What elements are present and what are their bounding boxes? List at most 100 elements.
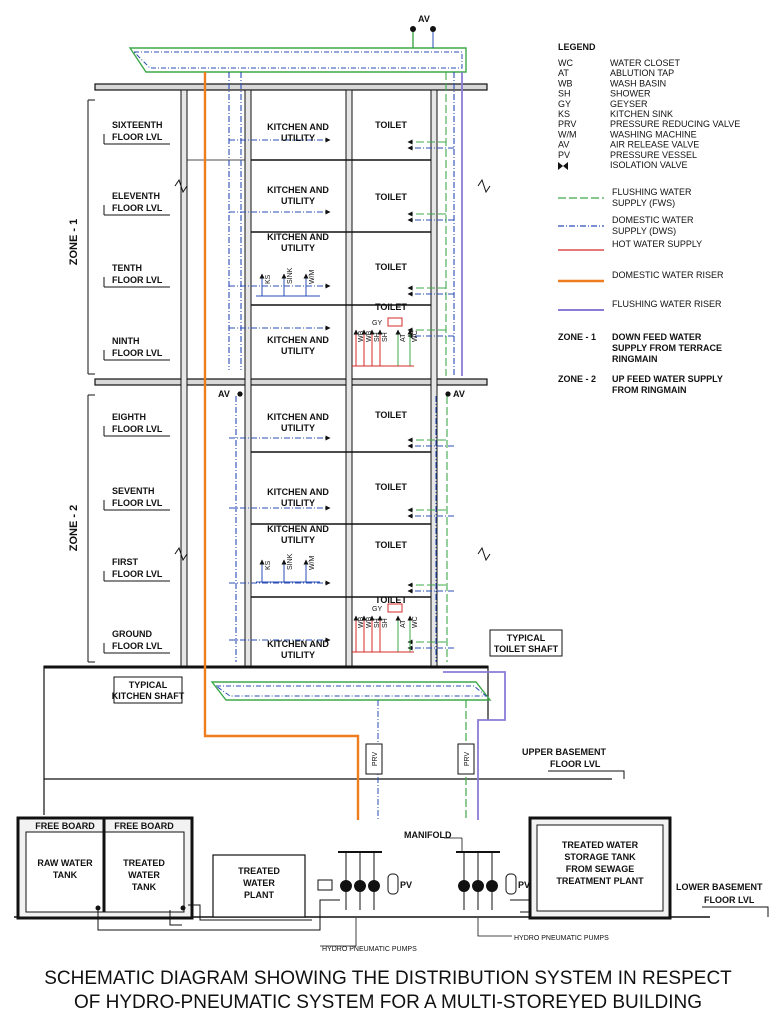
toilet-label-5: TOILET bbox=[375, 482, 407, 492]
kitchen-label-7: KITCHEN AND bbox=[267, 639, 329, 649]
pressure-vessel-domestic bbox=[387, 873, 399, 895]
typical-kitchen-shaft-l2: KITCHEN SHAFT bbox=[112, 691, 185, 701]
toilet-label-4: TOILET bbox=[375, 410, 407, 420]
floor-level-marker bbox=[103, 571, 170, 582]
raw-water-l2: TANK bbox=[53, 870, 78, 880]
legend-line-desc1-3: DOMESTIC WATER RISER bbox=[612, 270, 724, 280]
legend-zone-l2-0: SUPPLY FROM TERRACE bbox=[612, 343, 722, 353]
legend-code-0: WC bbox=[558, 58, 573, 68]
storage-l1: TREATED WATER bbox=[562, 840, 639, 850]
terrace-ringmain bbox=[128, 26, 467, 73]
zone1-downfeed bbox=[228, 72, 455, 376]
legend-desc-1: ABLUTION TAP bbox=[610, 68, 674, 78]
floor-label-2-lvl: FLOOR LVL bbox=[112, 275, 163, 285]
floor-label-5-lvl: FLOOR LVL bbox=[112, 498, 163, 508]
legend-code-4: GY bbox=[558, 99, 571, 109]
legend-line-desc1-4: FLUSHING WATER RISER bbox=[612, 299, 722, 309]
kitchen-sub-label-0: UTILITY bbox=[281, 133, 315, 143]
kitchen-fixture-label: SINK bbox=[287, 267, 294, 284]
column-left bbox=[180, 89, 188, 667]
treated-plant-l2: WATER bbox=[243, 878, 275, 888]
pump-flushing-2 bbox=[486, 880, 498, 892]
kitchen-fixture-label: W/M bbox=[309, 269, 316, 284]
kitchen-label-4: KITCHEN AND bbox=[267, 412, 329, 422]
pump-label-left: HYDRO PNEUMATIC PUMPS bbox=[322, 946, 417, 953]
pump-label-right: HYDRO PNEUMATIC PUMPS bbox=[514, 935, 609, 942]
kitchen-label-0: KITCHEN AND bbox=[267, 122, 329, 132]
floor-level-marker bbox=[103, 643, 170, 654]
floor-label-3-lvl: FLOOR LVL bbox=[112, 348, 163, 358]
floor-level-marker bbox=[103, 500, 170, 511]
zone-2-label: ZONE - 2 bbox=[68, 505, 80, 551]
legend-zone-l3-0: RINGMAIN bbox=[612, 354, 658, 364]
toilet-fixture-label: SH bbox=[382, 618, 389, 628]
toilet-fixture-label: WB bbox=[366, 330, 373, 342]
air-release-valve-zone2-left bbox=[237, 391, 243, 397]
legend-zone-l1-0: DOWN FEED WATER bbox=[612, 332, 702, 342]
typical-toilet-shaft-l1: TYPICAL bbox=[507, 633, 546, 643]
geyser-label-1: GY bbox=[372, 606, 382, 613]
floor-label-4-name: EIGHTH bbox=[112, 412, 146, 422]
legend-code-9: PV bbox=[558, 150, 570, 160]
legend-desc-9: PRESSURE VESSEL bbox=[610, 150, 697, 160]
air-release-valve-top-left bbox=[410, 26, 416, 32]
pump-flushing-1 bbox=[472, 880, 484, 892]
kitchen-sub-label-1: UTILITY bbox=[281, 196, 315, 206]
toilet-fixture-label: SH bbox=[374, 618, 381, 628]
legend-desc-8: AIR RELEASE VALVE bbox=[610, 140, 699, 150]
floor-label-5-name: SEVENTH bbox=[112, 486, 155, 496]
air-release-valve-top-right bbox=[430, 26, 436, 32]
control-panel bbox=[317, 879, 333, 891]
legend-line-desc2-0: SUPPLY (FWS) bbox=[612, 198, 675, 208]
floor-level-marker bbox=[103, 205, 170, 216]
treated-plant-l1: TREATED bbox=[238, 866, 280, 876]
treated-tank-l1: TREATED bbox=[123, 858, 165, 868]
toilet-label-1: TOILET bbox=[375, 192, 407, 202]
toilet-label-2: TOILET bbox=[375, 262, 407, 272]
basement-ringmain bbox=[210, 681, 492, 820]
kitchen-fixture-label: SINK bbox=[287, 553, 294, 570]
column-kitchen-right bbox=[244, 89, 252, 667]
treated-tank-l2: WATER bbox=[128, 870, 160, 880]
floor-label-2-name: TENTH bbox=[112, 263, 142, 273]
lower-basement-l1: LOWER BASEMENT bbox=[676, 882, 763, 892]
kitchen-fixture-label: W/M bbox=[309, 555, 316, 570]
legend-desc-6: PRESSURE REDUCING VALVE bbox=[610, 119, 740, 129]
legend-desc-3: SHOWER bbox=[610, 89, 651, 99]
storage-l3: FROM SEWAGE bbox=[566, 864, 635, 874]
toilet-label-7: TOILET bbox=[375, 595, 407, 605]
legend-desc-7: WASHING MACHINE bbox=[610, 129, 697, 139]
diagram-title-line-1: SCHEMATIC DIAGRAM SHOWING THE DISTRIBUTI… bbox=[44, 968, 732, 989]
legend-desc-4: GEYSER bbox=[610, 99, 648, 109]
toilet-fixture-label: WC bbox=[412, 616, 419, 628]
roof-slab bbox=[94, 83, 488, 91]
kitchen-sub-label-3: UTILITY bbox=[281, 346, 315, 356]
floor-label-1-lvl: FLOOR LVL bbox=[112, 203, 163, 213]
legend-heading: LEGEND bbox=[558, 42, 596, 52]
floor-label-0-lvl: FLOOR LVL bbox=[112, 132, 163, 142]
pump-domestic-2 bbox=[368, 880, 380, 892]
kitchen-sub-label-7: UTILITY bbox=[281, 650, 315, 660]
legend-line-desc1-0: FLUSHING WATER bbox=[612, 187, 692, 197]
pump-domestic-1 bbox=[354, 880, 366, 892]
prv-domestic-label: PRV bbox=[372, 752, 379, 767]
flushing-water-riser bbox=[443, 72, 506, 820]
floor-label-3-name: NINTH bbox=[112, 336, 140, 346]
legend-code-6: PRV bbox=[558, 119, 576, 129]
geyser-1 bbox=[387, 603, 403, 613]
toilet-fixture-label: WC bbox=[412, 330, 419, 342]
toilet-label-6: TOILET bbox=[375, 540, 407, 550]
zone-brackets bbox=[87, 99, 95, 663]
toilet-fixture-label: WB bbox=[366, 616, 373, 628]
air-release-valve-zone2-right bbox=[445, 391, 451, 397]
legend-zone-code-0: ZONE - 1 bbox=[558, 332, 596, 342]
raw-water-l1: RAW WATER bbox=[37, 858, 93, 868]
treated-water-plant-box bbox=[212, 854, 306, 918]
legend-code-5: KS bbox=[558, 109, 570, 119]
kitchen-sub-label-6: UTILITY bbox=[281, 535, 315, 545]
prv-domestic bbox=[365, 743, 383, 775]
storage-l4: TREATMENT PLANT bbox=[556, 876, 644, 886]
